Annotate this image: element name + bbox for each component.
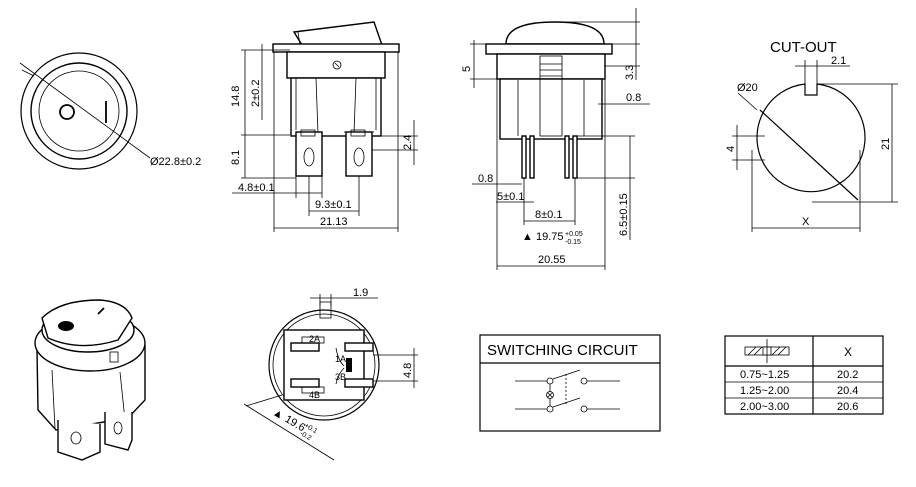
terminal-4b-label: 4B <box>309 390 320 400</box>
panel-dim-tol-minus: -0.15 <box>565 239 581 246</box>
side-view: 14.8 2±0.2 8.1 2.4 4.8±0.1 9.3±0.1 21.13 <box>230 21 418 232</box>
bottom-view: 2A 1A 3B 4B 1.9 4.8 ▲ 19.6 +0.1 -0.2 <box>243 287 418 461</box>
pin-thickness-label: 0.8 <box>626 92 641 104</box>
cutout-diameter-label: Ø20 <box>737 82 758 94</box>
terminal-2a-label: 2A <box>309 334 320 344</box>
pin-left-thickness-label: 0.8 <box>478 173 493 185</box>
cutout-width-label: X <box>802 216 810 228</box>
table-row-range: 1.25~2.00 <box>740 385 789 397</box>
front-diameter-label: Ø22.8±0.2 <box>150 156 201 168</box>
cutout-height-label: 21 <box>880 138 892 150</box>
pin-length-label: 6.5±0.15 <box>618 193 630 236</box>
cutout-key-depth-label: 4 <box>725 146 737 152</box>
pin-pitch-label: 8±0.1 <box>535 209 562 221</box>
table-row-x: 20.4 <box>837 385 858 397</box>
panel-dim-label: ▲ 19.75 <box>522 231 563 243</box>
table-row-x: 20.6 <box>837 401 858 413</box>
terminal-height2-label: 2.4 <box>402 135 414 150</box>
terminal-height-label: 8.1 <box>230 150 242 165</box>
switching-circuit: SWITCHING CIRCUIT <box>479 334 661 432</box>
pin-spacing-label: 5±0.1 <box>497 191 524 203</box>
panel-dim-tol-plus: +0.05 <box>565 231 583 238</box>
overall-width-front-label: 20.55 <box>538 254 566 266</box>
terminal-3b-label: 3B <box>335 372 346 382</box>
front-view: Ø22.8±0.2 <box>19 52 201 170</box>
terminal-gap-label: 4.8 <box>402 363 414 378</box>
table-row-range: 2.00~3.00 <box>740 401 789 413</box>
front-elevation: 5 3.3 0.8 0.8 5±0.1 8±0.1 6.5±0.15 ▲ 19.… <box>461 8 650 270</box>
cap-offset-label: 3.3 <box>624 65 636 80</box>
table-header-x: X <box>844 345 852 359</box>
table-row-range: 0.75~1.25 <box>740 369 789 381</box>
terminal-pitch-label: 9.3±0.1 <box>315 199 352 211</box>
terminal-1a-label: 1A <box>335 354 346 364</box>
isometric-view <box>34 299 146 461</box>
switching-circuit-title: SWITCHING CIRCUIT <box>487 342 638 359</box>
terminal-width-label: 4.8±0.1 <box>238 182 275 194</box>
cutout-view: CUT-OUT Ø20 2.1 4 21 X <box>725 39 898 232</box>
overall-width-side-label: 21.13 <box>320 216 348 228</box>
cutout-title: CUT-OUT <box>770 39 837 56</box>
cutout-key-width-label: 2.1 <box>831 55 846 67</box>
top-gap-label: 1.9 <box>353 287 368 299</box>
height-upper-label: 2±0.2 <box>250 80 262 107</box>
panel-thickness-table: X 0.75~1.25 20.2 1.25~2.00 20.4 2.00~3.0… <box>724 335 884 415</box>
table-row-x: 20.2 <box>837 369 858 381</box>
height-total-label: 14.8 <box>230 86 242 107</box>
cap-height-label: 5 <box>461 66 473 72</box>
